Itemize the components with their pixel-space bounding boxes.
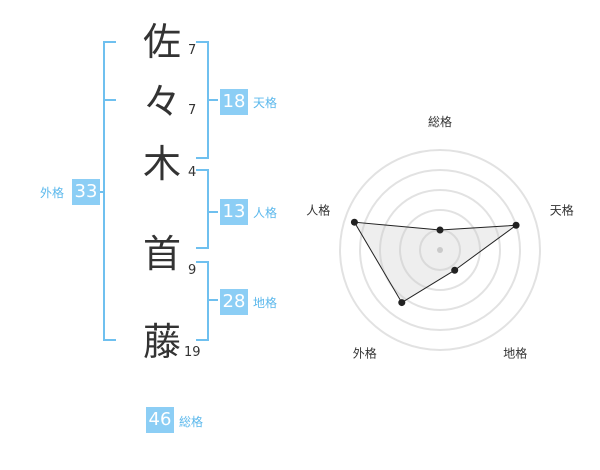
- radar-axis-label-3: 地格: [503, 346, 527, 361]
- gaikaku-value: 33: [72, 179, 100, 205]
- tenkaku-value: 18: [220, 89, 248, 115]
- name-char-4: 首: [142, 232, 181, 276]
- radar-ring: [359, 169, 521, 331]
- bracket-tenkaku: [196, 41, 218, 159]
- stroke-count-1: 7: [188, 43, 197, 58]
- bracket-jinkaku: [196, 169, 218, 249]
- radar-axis-label-4: 外格: [353, 346, 377, 361]
- radar-axis-label-1: 総格: [428, 114, 452, 129]
- bracket-chikaku: [196, 261, 218, 341]
- stroke-count-3: 4: [188, 165, 197, 180]
- name-char-3: 木: [142, 142, 181, 186]
- jinkaku-label: 人格: [253, 206, 278, 220]
- radar-ring: [339, 149, 541, 351]
- soukaku-label: 総格: [179, 415, 204, 429]
- radar-point-2: [512, 221, 520, 229]
- radar-axis-label-2: 天格: [550, 202, 574, 217]
- radar-center: [437, 247, 443, 253]
- stroke-count-2: 7: [188, 103, 197, 118]
- stroke-count-5: 19: [184, 345, 201, 360]
- name-char-2: 々: [142, 80, 181, 124]
- soukaku-value: 46: [146, 407, 174, 433]
- radar-series-polygon: [353, 221, 518, 304]
- chikaku-label: 地格: [253, 296, 278, 310]
- tenkaku-label: 天格: [253, 96, 278, 110]
- jinkaku-value: 13: [220, 199, 248, 225]
- radar-point-5: [350, 218, 358, 226]
- radar-point-4: [398, 299, 406, 307]
- name-char-5: 藤: [142, 320, 181, 364]
- name-char-1: 佐: [142, 20, 181, 64]
- radar-point-3: [451, 266, 459, 274]
- chikaku-value: 28: [220, 289, 248, 315]
- radar-ring: [379, 189, 501, 311]
- radar-axis-label-5: 人格: [306, 202, 330, 217]
- radar-ring: [399, 209, 481, 291]
- gaikaku-label: 外格: [40, 186, 65, 200]
- radar-point-1: [436, 226, 444, 234]
- stroke-count-4: 9: [188, 263, 197, 278]
